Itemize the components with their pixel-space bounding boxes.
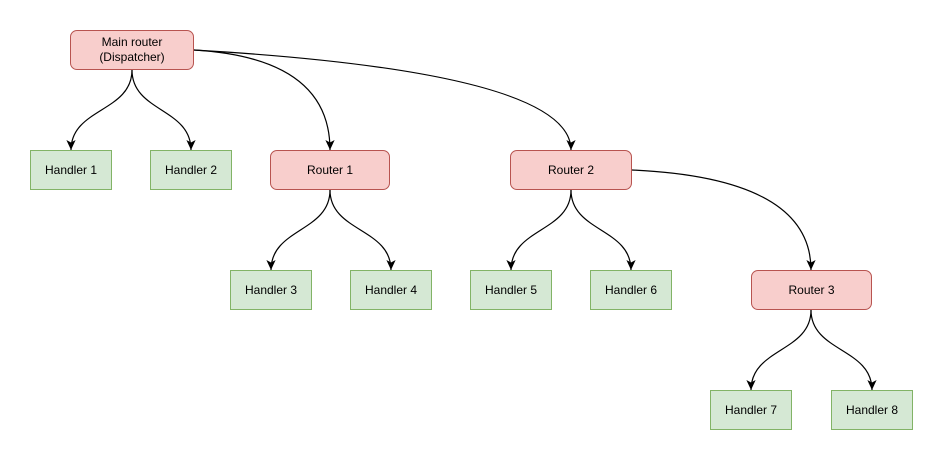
node-handler-1: Handler 1 [30,150,112,190]
node-router-2: Router 2 [510,150,632,190]
node-main-router-label-line2: (Dispatcher) [99,50,165,64]
edge-router-1-to-handler-4 [329,189,396,271]
edge-router-2-to-handler-5 [506,189,572,271]
edge-main-router-to-handler-1 [66,69,133,151]
node-handler-7-label: Handler 7 [724,402,778,417]
edge-main-router-to-router-1 [193,49,335,151]
node-handler-5-label: Handler 5 [484,282,538,297]
node-router-2-label: Router 2 [547,162,595,177]
node-router-3-label: Router 3 [788,282,835,297]
node-handler-6-label: Handler 6 [604,282,658,297]
node-handler-2: Handler 2 [150,150,232,190]
edge-router-3-to-handler-7 [746,309,812,391]
node-handler-3: Handler 3 [230,270,312,310]
node-handler-4-label: Handler 4 [364,282,418,297]
node-handler-6: Handler 6 [590,270,672,310]
edge-router-3-to-handler-8 [810,309,877,391]
node-main-router-label-line1: Main router [101,35,163,49]
edge-router-2-to-router-3 [631,169,816,271]
node-handler-8: Handler 8 [831,390,913,430]
node-handler-7: Handler 7 [710,390,792,430]
node-handler-8-label: Handler 8 [845,402,899,417]
edge-router-2-to-handler-6 [570,189,636,271]
node-handler-2-label: Handler 2 [164,162,218,177]
node-handler-1-label: Handler 1 [44,162,98,177]
node-router-1: Router 1 [270,150,390,190]
node-router-3: Router 3 [751,270,872,310]
edge-main-router-to-handler-2 [131,69,196,151]
node-handler-5: Handler 5 [470,270,552,310]
node-main-router: Main router (Dispatcher) [70,30,194,70]
node-handler-3-label: Handler 3 [244,282,298,297]
edge-main-router-to-router-2 [193,49,576,151]
node-handler-4: Handler 4 [350,270,432,310]
node-router-1-label: Router 1 [306,162,354,177]
edge-router-1-to-handler-3 [266,189,331,271]
